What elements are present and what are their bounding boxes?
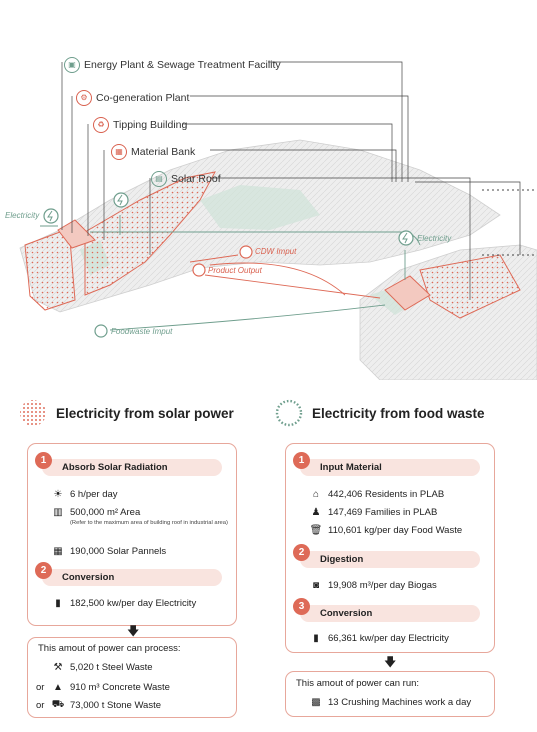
- industrial-zone-left: [24, 231, 76, 311]
- callout-tipping: ♻ Tipping Building: [93, 117, 187, 133]
- truck-icon: ⛟: [51, 698, 65, 710]
- building-icon: ▥: [53, 506, 63, 518]
- solar-down-arrow-icon: 🡇: [127, 624, 140, 638]
- solar-item-hours: ☀ 6 h/per day: [52, 488, 118, 500]
- solar-step2-number: 2: [35, 562, 52, 579]
- callout-material-bank: ▦ Material Bank: [111, 144, 195, 160]
- callout-cogeneration: ⚙ Co-generation Plant: [76, 90, 189, 106]
- food-item-residents: ⌂ 442,406 Residents in PLAB: [310, 488, 444, 500]
- food-step2-number: 2: [293, 544, 310, 561]
- callout-energy-plant-label: Energy Plant & Sewage Treatment Facility: [84, 59, 281, 71]
- food-step3-number: 3: [293, 598, 310, 615]
- solar-result-head: This amout of power can process:: [38, 643, 181, 654]
- cogeneration-icon: ⚙: [76, 90, 92, 106]
- solar-result-card: [27, 637, 237, 718]
- food-item-families-text: 147,469 Families in PLAB: [328, 506, 438, 518]
- solar-result-concrete: ▲ 910 m³ Concrete Waste: [52, 681, 170, 693]
- food-step2-bar: [300, 551, 480, 568]
- food-item-electricity: ▮ 66,361 kw/per day Electricity: [310, 632, 449, 644]
- food-step3-bar: [300, 605, 480, 622]
- material-bank-icon: ▦: [111, 144, 127, 160]
- callout-cogeneration-label: Co-generation Plant: [96, 92, 190, 104]
- callout-solar-roof-label: Solar Roof: [171, 173, 221, 185]
- food-section-title: Electricity from food waste: [312, 406, 485, 421]
- solar-dots-icon: [20, 400, 46, 426]
- solar-result-concrete-text: 910 m³ Concrete Waste: [70, 681, 170, 693]
- food-waste-ring-icon: [275, 399, 303, 427]
- food-item-waste: 🗑 110,601 kg/per day Food Waste: [310, 524, 462, 536]
- solar-roof-icon: ▤: [151, 171, 167, 187]
- battery-icon: ▮: [55, 597, 61, 609]
- solar-result-stone-text: 73,000 t Stone Waste: [70, 699, 162, 711]
- solar-section-title: Electricity from solar power: [56, 406, 234, 421]
- food-result-head: This amout of power can run:: [296, 678, 420, 689]
- map-label-electricity-right: Electricity: [417, 234, 452, 243]
- solar-result-stone: ⛟ 73,000 t Stone Waste: [52, 699, 161, 711]
- crushing-machine-icon: ▩: [311, 696, 321, 708]
- map-label-product-output: Product Output: [208, 266, 262, 275]
- callout-solar-roof: ▤ Solar Roof: [151, 171, 221, 187]
- food-item-electricity-text: 66,361 kw/per day Electricity: [328, 632, 449, 644]
- energy-plant-icon: ▣: [64, 57, 80, 73]
- callout-tipping-label: Tipping Building: [113, 119, 188, 131]
- battery-icon: ▮: [313, 632, 319, 644]
- solar-area-note: (Refer to the maximum area of building r…: [70, 520, 228, 526]
- food-step2-label: Digestion: [320, 554, 364, 565]
- food-item-residents-text: 442,406 Residents in PLAB: [328, 488, 445, 500]
- solar-item-hours-text: 6 h/per day: [70, 488, 118, 500]
- solar-step2-label: Conversion: [62, 572, 115, 583]
- solar-step2-bar: [42, 569, 222, 586]
- food-item-waste-text: 110,601 kg/per day Food Waste: [328, 524, 463, 536]
- food-down-arrow-icon: 🡇: [384, 655, 397, 669]
- food-step1-bar: [300, 459, 480, 476]
- solar-item-panels-text: 190,000 Solar Pannels: [70, 545, 167, 557]
- gas-tank-icon: ◙: [312, 579, 320, 591]
- callout-material-bank-label: Material Bank: [131, 146, 196, 158]
- solar-step1-label: Absorb Solar Radiation: [62, 462, 168, 473]
- or-label-2: or: [36, 700, 45, 711]
- food-step3-label: Conversion: [320, 608, 373, 619]
- food-step1-number: 1: [293, 452, 310, 469]
- solar-item-panels: ▦ 190,000 Solar Pannels: [52, 545, 166, 557]
- residents-icon: ⌂: [312, 488, 320, 500]
- solar-item-electricity-text: 182,500 kw/per day Electricity: [70, 597, 197, 609]
- map-label-electricity-left: Electricity: [5, 211, 40, 220]
- tipping-icon: ♻: [93, 117, 109, 133]
- steel-icon: ⚒: [53, 661, 63, 673]
- map-label-cdw-input: CDW Imput: [255, 247, 297, 256]
- callout-energy-plant: ▣ Energy Plant & Sewage Treatment Facili…: [64, 57, 281, 73]
- food-item-biogas: ◙ 19,908 m³/per day Biogas: [310, 579, 437, 591]
- trash-bin-icon: 🗑: [309, 524, 323, 536]
- food-item-families: ♟ 147,469 Families in PLAB: [310, 506, 438, 518]
- family-icon: ♟: [311, 506, 321, 518]
- food-result-machines: ▩ 13 Crushing Machines work a day: [310, 696, 471, 708]
- site-map: [19, 61, 537, 380]
- food-result-card: [285, 671, 495, 717]
- solar-panel-icon: ▦: [53, 545, 63, 557]
- solar-step1-number: 1: [35, 452, 52, 469]
- sun-icon: ☀: [53, 488, 63, 500]
- concrete-pile-icon: ▲: [53, 681, 63, 693]
- food-result-machines-text: 13 Crushing Machines work a day: [328, 696, 472, 708]
- solar-item-electricity: ▮ 182,500 kw/per day Electricity: [52, 597, 196, 609]
- or-label-1: or: [36, 682, 45, 693]
- solar-item-area: ▥ 500,000 m² Area: [52, 506, 140, 518]
- food-item-biogas-text: 19,908 m³/per day Biogas: [328, 579, 437, 591]
- food-step1-label: Input Material: [320, 462, 382, 473]
- solar-step1-bar: [42, 459, 222, 476]
- solar-result-steel: ⚒ 5,020 t Steel Waste: [52, 661, 153, 673]
- solar-item-area-text: 500,000 m² Area: [70, 506, 141, 518]
- solar-result-steel-text: 5,020 t Steel Waste: [70, 661, 153, 673]
- map-label-foodwaste-input: Foodwaste Imput: [111, 327, 173, 336]
